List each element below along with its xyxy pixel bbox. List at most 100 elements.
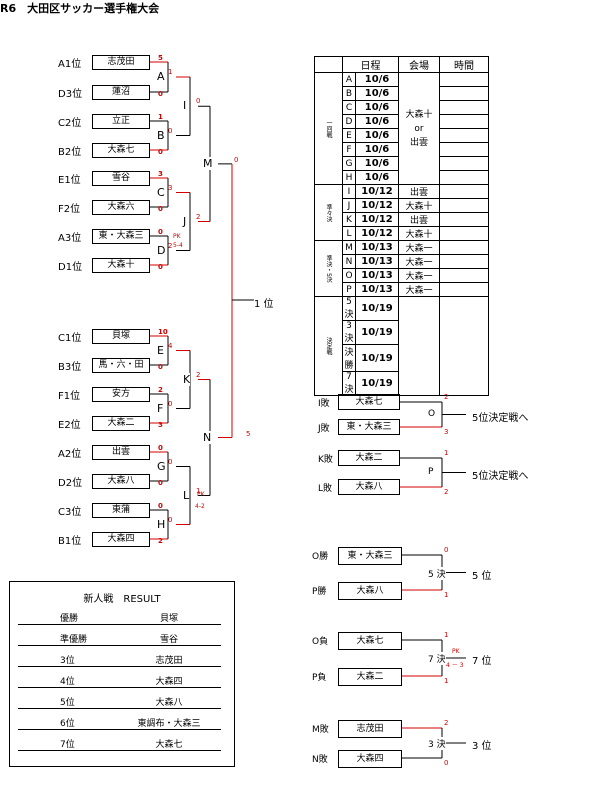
node-label-g: G	[157, 459, 166, 473]
match-key: E	[342, 128, 356, 143]
seed-label: D3位	[58, 89, 83, 100]
match-result: 5 位	[472, 570, 492, 582]
match-key: 3決	[342, 320, 356, 345]
node-label-d: D	[157, 243, 166, 257]
round2-score: 2	[168, 241, 173, 250]
node-label-n: N	[203, 430, 212, 444]
seed-label: C2位	[58, 118, 82, 129]
node-label-k: K	[183, 372, 191, 386]
seed-label: D2位	[58, 478, 83, 489]
seed-label: B2位	[58, 147, 82, 158]
round-label: 一回戦	[314, 72, 343, 185]
result-rank: 4位	[60, 677, 75, 687]
seed-label: D1位	[58, 262, 83, 273]
pk-label: PK	[173, 233, 181, 240]
match-node: O	[428, 408, 436, 419]
round2-score: 0	[168, 457, 173, 466]
round2-score: 0	[168, 399, 173, 408]
match-time	[439, 128, 489, 143]
match-key: G	[342, 156, 356, 171]
match-team-box: 志茂田	[338, 720, 402, 738]
match-key: N	[342, 254, 356, 269]
match-key: D	[342, 114, 356, 129]
result-team: 大森七	[155, 740, 183, 750]
match-slot-label: M敗	[312, 725, 329, 735]
match-time	[439, 282, 489, 297]
team-score: 0	[158, 90, 163, 98]
match-date: 10/12	[355, 198, 399, 213]
match-time	[439, 170, 489, 185]
match-team-box: 大森八	[338, 582, 402, 600]
match-score: 1	[444, 591, 449, 599]
node-label-a: A	[157, 70, 165, 83]
match-score: 2	[444, 393, 449, 401]
match-key: I	[342, 184, 356, 199]
team-score: 2	[158, 537, 163, 545]
result-row: 4位大森四	[18, 671, 221, 688]
seed-label: A1位	[58, 59, 82, 70]
team-box: 大森七	[92, 143, 150, 158]
match-venue: 大森十	[398, 226, 440, 241]
result-row: 5位大森八	[18, 692, 221, 709]
match-time	[439, 156, 489, 171]
seed-label: E2位	[58, 420, 81, 431]
team-box: 大森十	[92, 258, 150, 273]
final-score: 5	[246, 429, 251, 438]
match-time	[439, 198, 489, 213]
team-score: 3	[158, 421, 163, 429]
node-label-e: E	[157, 343, 164, 357]
match-date: 10/13	[355, 240, 399, 255]
result-team: 大森八	[155, 698, 183, 708]
match-date: 10/6	[355, 100, 399, 115]
venue-final	[398, 296, 440, 396]
node-label-i: I	[183, 99, 187, 113]
round3-score: 2	[196, 370, 201, 379]
match-date: 10/12	[355, 226, 399, 241]
match-venue: 大森一	[398, 268, 440, 283]
match-node: 5 決	[428, 566, 446, 580]
result-row: 6位 東調布・大森三	[18, 713, 221, 730]
pk-score: 4-2	[195, 503, 205, 510]
match-score: 1	[444, 677, 449, 685]
match-key: B	[342, 86, 356, 101]
team-box: 出雲	[92, 445, 150, 460]
team-box: 貝塚	[92, 329, 150, 344]
result-team: 貝塚	[159, 614, 178, 624]
match-slot-label: N敗	[312, 755, 328, 765]
match-date: 10/19	[355, 320, 399, 345]
team-score: 2	[158, 386, 163, 394]
seed-label: E1位	[58, 175, 81, 186]
node-label-b: B	[157, 128, 165, 142]
node-label-c: C	[157, 185, 165, 199]
match-score: 2	[444, 719, 449, 727]
team-score: 0	[158, 444, 163, 452]
seed-label: F1位	[58, 391, 81, 402]
result-team: 東調布・大森三	[137, 719, 201, 729]
result-team: 志茂田	[155, 656, 183, 666]
match-date: 10/6	[355, 156, 399, 171]
match-team-box: 大森四	[338, 750, 402, 768]
team-box: 大森四	[92, 532, 150, 547]
match-node: 3 決	[428, 737, 446, 750]
match-result: 7 位	[472, 656, 492, 667]
match-key: F	[342, 142, 356, 157]
match-date: 10/6	[355, 72, 399, 87]
team-score: 0	[158, 263, 163, 271]
team-score: 0	[158, 205, 163, 213]
team-box: 大森六	[92, 200, 150, 215]
match-team-box: 東・大森三	[338, 547, 402, 565]
team-score: 3	[158, 170, 163, 178]
match-score: 1	[444, 449, 449, 457]
match-score: 3	[444, 428, 449, 436]
result-rank: 6位	[60, 719, 75, 729]
match-time	[439, 212, 489, 227]
header-time: 時間	[439, 56, 489, 73]
match-team-box: 大森七	[338, 632, 402, 650]
result-rank: 3位	[60, 656, 75, 666]
team-box: 志茂田	[92, 55, 150, 70]
match-key: O	[342, 268, 356, 283]
